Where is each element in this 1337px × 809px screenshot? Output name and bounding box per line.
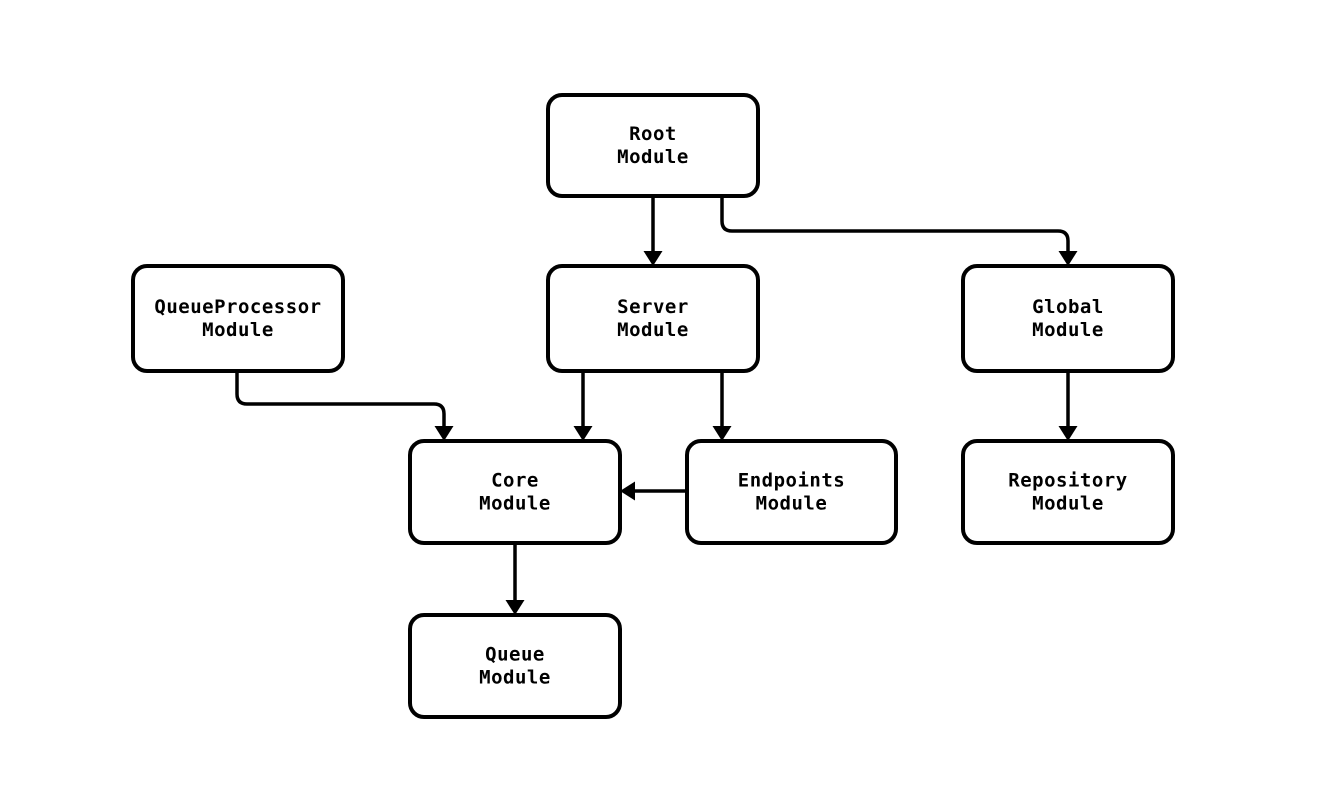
node-label-line2: Module [479, 667, 551, 689]
node-label-line2: Module [479, 493, 551, 515]
edge-arrowhead [1058, 251, 1078, 266]
node-label-line1: QueueProcessor [154, 296, 321, 318]
node-label-line1: Global [1032, 296, 1104, 318]
edge-arrowhead [505, 600, 525, 615]
node-box[interactable] [961, 439, 1175, 545]
edge-root-to-server [643, 196, 663, 266]
node-box[interactable] [685, 439, 898, 545]
node-label-line1: Endpoints [738, 470, 845, 492]
node-label-line2: Module [617, 146, 689, 168]
node-box[interactable] [408, 439, 622, 545]
edge-arrowhead [712, 426, 732, 441]
edge-endpoints-to-core [620, 481, 687, 501]
edge-queueprocessor-to-core [235, 371, 454, 441]
node-box[interactable] [131, 264, 345, 373]
node-box[interactable] [546, 93, 760, 198]
edge-line [235, 371, 446, 428]
node-label-line1: Queue [485, 644, 545, 666]
edge-arrowhead [620, 481, 635, 501]
edges-layer [235, 196, 1078, 615]
edge-core-to-queue [505, 543, 525, 615]
edge-arrowhead [643, 251, 663, 266]
node-label-line1: Root [629, 123, 677, 145]
edge-arrowhead [434, 426, 454, 441]
node-label-line2: Module [756, 493, 828, 515]
edge-arrowhead [573, 426, 593, 441]
node-label-line2: Module [617, 319, 689, 341]
edge-line [720, 196, 1070, 253]
edge-arrowhead [1058, 426, 1078, 441]
node-box[interactable] [408, 613, 622, 719]
node-box[interactable] [961, 264, 1175, 373]
node-label-line2: Module [1032, 493, 1104, 515]
node-label-line1: Core [491, 470, 539, 492]
edge-root-to-global [720, 196, 1078, 266]
edge-server-to-endpoints [712, 371, 732, 441]
edge-server-to-core [573, 371, 593, 441]
node-label-line1: Server [617, 296, 689, 318]
node-label-line1: Repository [1008, 470, 1127, 492]
node-label-line2: Module [1032, 319, 1104, 341]
edge-global-to-repository [1058, 371, 1078, 441]
node-label-line2: Module [202, 319, 274, 341]
nodes-layer: RootModuleQueueProcessorModuleServerModu… [131, 93, 1175, 719]
node-box[interactable] [546, 264, 760, 373]
